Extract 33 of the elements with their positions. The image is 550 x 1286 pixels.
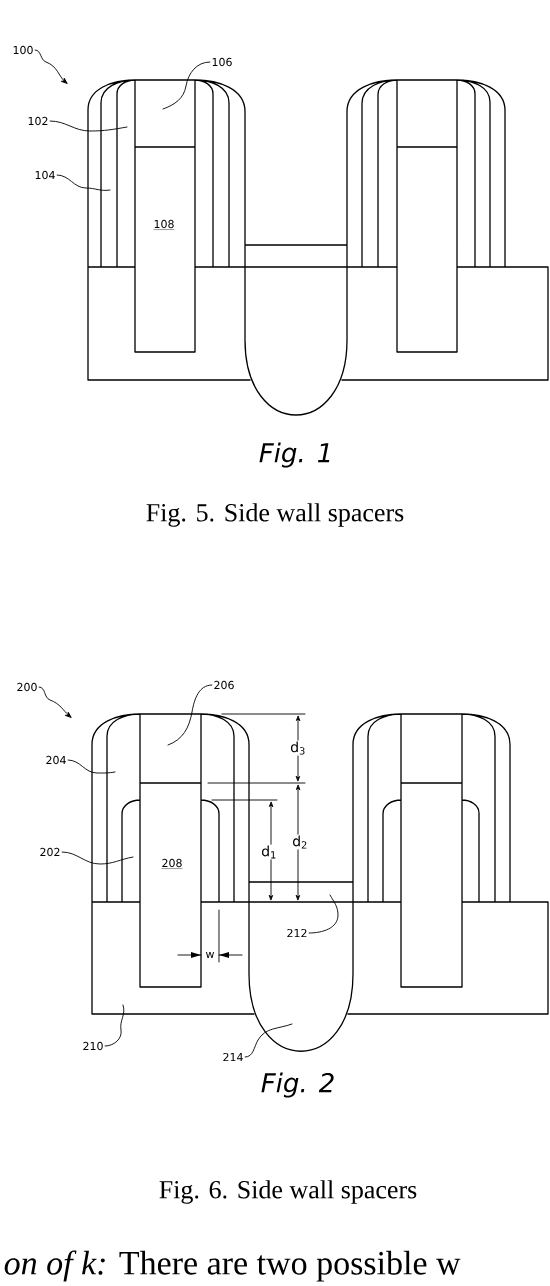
reference-numeral: 104 <box>35 170 55 180</box>
reference-numeral: 206 <box>214 680 234 690</box>
reference-numeral: 214 <box>223 1052 243 1062</box>
leader-line <box>308 894 339 934</box>
body-text: on of k: There are two possible w <box>4 1250 461 1282</box>
reference-numeral: 202 <box>40 847 60 857</box>
leader-line <box>67 759 116 774</box>
figure-label: Fig. 2 <box>261 1072 334 1098</box>
reference-numeral: 212 <box>287 928 307 938</box>
leader-line <box>34 49 68 84</box>
reference-numeral: 100 <box>13 45 33 55</box>
reference-numeral: 210 <box>83 1041 103 1051</box>
reference-numeral: 102 <box>28 116 48 126</box>
leader-line <box>162 61 211 110</box>
reference-numeral: 204 <box>46 755 66 765</box>
leader-line <box>49 120 128 132</box>
reference-numeral: 200 <box>17 682 37 692</box>
part-number: 208 <box>161 858 183 869</box>
leader-line <box>56 174 111 191</box>
dimension-label: d$_{3}$ <box>289 740 307 756</box>
leader-line <box>104 1004 125 1047</box>
leader-line <box>61 851 134 865</box>
leader-line <box>38 686 72 718</box>
figure-caption: Fig. 5. Side wall spacers <box>146 503 404 527</box>
figure-caption: Fig. 6. Side wall spacers <box>159 1180 417 1204</box>
figure-label: Fig. 1 <box>259 442 330 468</box>
part-number: 108 <box>153 219 175 230</box>
dimension-label: w <box>204 951 216 959</box>
dimension-label: d$_{1}$ <box>260 844 278 860</box>
leader-line <box>244 1023 293 1058</box>
dimension-label: d$_{2}$ <box>291 834 309 850</box>
leader-line <box>167 684 213 746</box>
reference-numeral: 106 <box>212 57 232 67</box>
